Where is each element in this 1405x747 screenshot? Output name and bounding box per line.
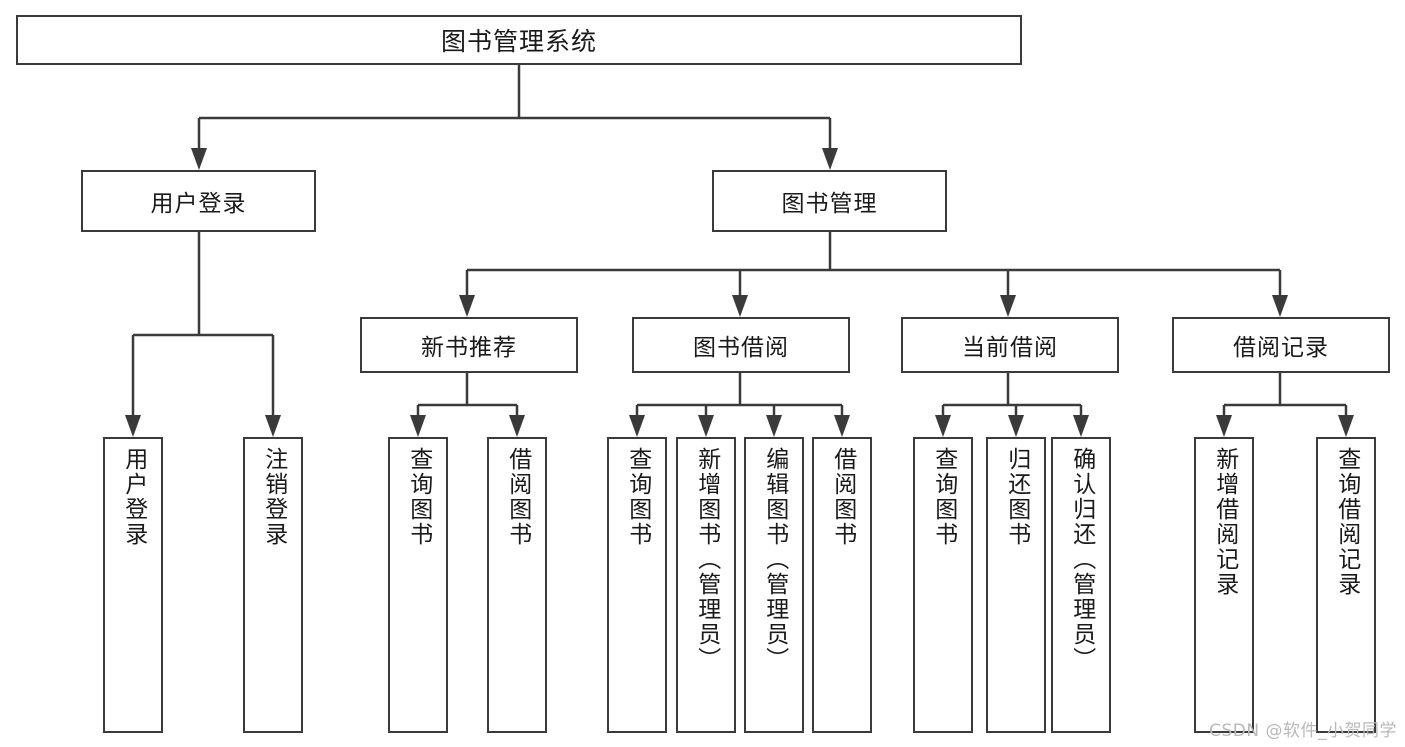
- csdn-watermark: CSDN @软件_小贺同学: [1209, 721, 1397, 741]
- arrowhead-user-login-to-leaf1: [125, 415, 141, 437]
- arrowhead-book-borrow-arrow1: [629, 415, 645, 437]
- node-leaf-borrow-book-new[interactable]: 借阅图书: [487, 437, 547, 733]
- node-leaf-query-book-current[interactable]: 查询图书: [913, 437, 973, 733]
- node-label: 查询图书: [405, 447, 432, 547]
- arrowhead-new-book-arrow2: [509, 415, 525, 437]
- node-leaf-query-record[interactable]: 查询借阅记录: [1316, 437, 1376, 733]
- node-leaf-borrow-book[interactable]: 借阅图书: [812, 437, 872, 733]
- arrowhead-current-borrow-arrow2: [1008, 415, 1024, 437]
- arrowhead-book-borrow-arrow4: [834, 415, 850, 437]
- arrowhead-bm-to-new-book: [459, 295, 475, 317]
- node-label: 借阅记录: [1233, 335, 1329, 361]
- arrowhead-bm-to-borrow-record: [1272, 295, 1288, 317]
- node-leaf-edit-book[interactable]: 编辑图书（管理员）: [744, 437, 804, 733]
- node-label: 归还图书: [1003, 447, 1030, 547]
- arrowhead-new-book-arrow1: [410, 415, 426, 437]
- arrowhead-bm-to-current-borrow: [1000, 295, 1016, 317]
- node-label: 新增借阅记录: [1211, 447, 1238, 597]
- arrowhead-borrow-record-arrow2: [1338, 415, 1354, 437]
- arrowhead-current-borrow-arrow3: [1073, 415, 1089, 437]
- node-leaf-confirm-return[interactable]: 确认归还（管理员）: [1051, 437, 1111, 733]
- node-label: 借阅图书: [829, 447, 856, 547]
- node-label: 确认归还（管理员）: [1068, 447, 1095, 672]
- node-label: 图书管理系统: [440, 27, 597, 56]
- node-leaf-return-book[interactable]: 归还图书: [986, 437, 1046, 733]
- node-book-management[interactable]: 图书管理: [712, 170, 947, 232]
- arrowhead-book-borrow-arrow2: [698, 415, 714, 437]
- node-label: 查询借阅记录: [1333, 447, 1360, 597]
- node-leaf-add-book[interactable]: 新增图书（管理员）: [676, 437, 736, 733]
- node-label: 图书管理: [781, 191, 878, 217]
- arrowhead-root-to-user-login: [191, 148, 207, 170]
- node-label: 编辑图书（管理员）: [761, 447, 788, 672]
- arrowhead-bm-to-book-borrow: [732, 295, 748, 317]
- node-label: 新增图书（管理员）: [693, 447, 720, 672]
- node-label: 注销登录: [260, 447, 287, 547]
- node-label: 用户登录: [150, 191, 247, 217]
- node-leaf-query-book-borrow[interactable]: 查询图书: [607, 437, 667, 733]
- node-label: 当前借阅: [962, 335, 1058, 361]
- node-leaf-query-book-new[interactable]: 查询图书: [388, 437, 448, 733]
- node-label: 查询图书: [930, 447, 957, 547]
- node-book-borrow[interactable]: 图书借阅: [632, 317, 850, 373]
- arrowhead-book-borrow-arrow3: [766, 415, 782, 437]
- node-leaf-user-login[interactable]: 用户登录: [103, 437, 163, 733]
- node-label: 图书借阅: [693, 335, 789, 361]
- arrowhead-user-login-to-leaf2: [265, 415, 281, 437]
- node-label: 用户登录: [120, 447, 147, 547]
- arrowhead-current-borrow-arrow1: [935, 415, 951, 437]
- node-user-login[interactable]: 用户登录: [81, 170, 316, 232]
- node-leaf-add-record[interactable]: 新增借阅记录: [1194, 437, 1254, 733]
- node-new-book-recommend[interactable]: 新书推荐: [360, 317, 578, 373]
- node-root-system[interactable]: 图书管理系统: [16, 15, 1022, 65]
- node-current-borrow[interactable]: 当前借阅: [901, 317, 1119, 373]
- node-label: 查询图书: [624, 447, 651, 547]
- arrowhead-borrow-record-arrow1: [1216, 415, 1232, 437]
- node-borrow-record[interactable]: 借阅记录: [1172, 317, 1390, 373]
- node-leaf-logout[interactable]: 注销登录: [243, 437, 303, 733]
- arrowhead-root-to-book-management: [822, 148, 838, 170]
- node-label: 新书推荐: [421, 335, 517, 361]
- node-label: 借阅图书: [504, 447, 531, 547]
